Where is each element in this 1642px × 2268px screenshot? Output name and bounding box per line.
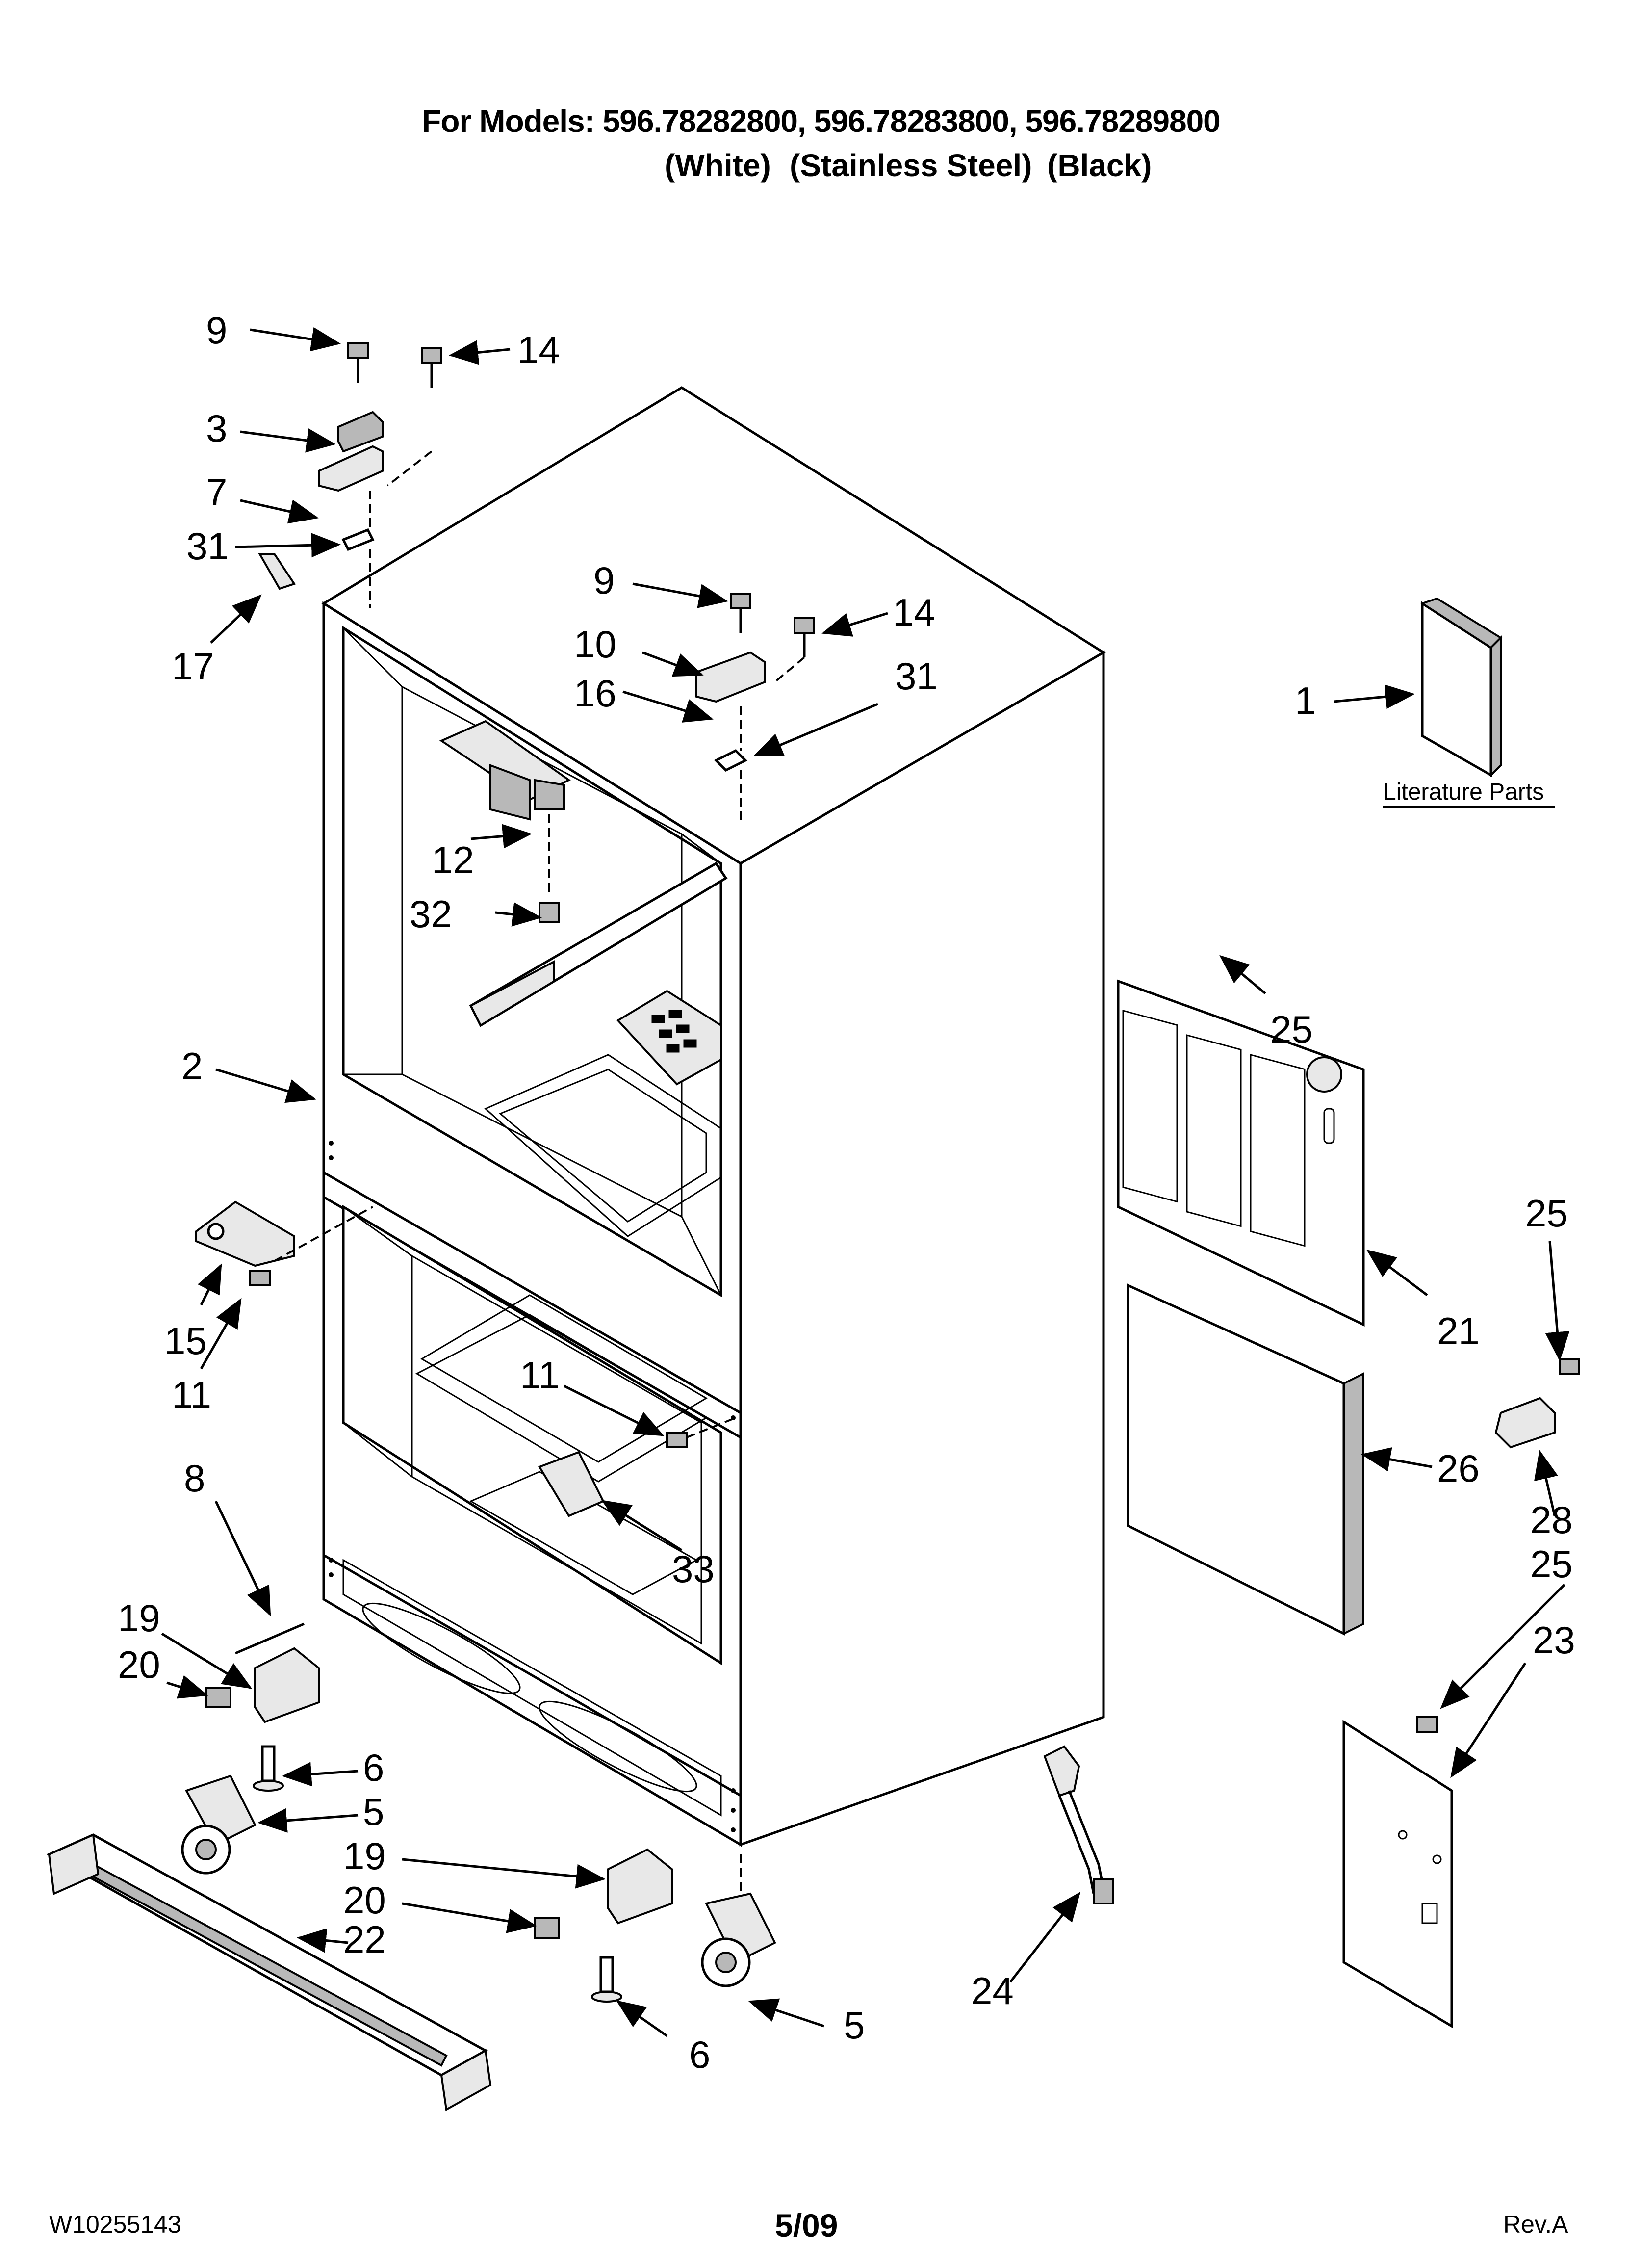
toe-grille — [46, 1833, 492, 2112]
callout-19: 19 — [118, 1596, 160, 1640]
callout-17: 17 — [172, 645, 214, 688]
top-hinge-left — [258, 342, 442, 608]
callout-32: 32 — [410, 892, 452, 936]
revision-label: Rev.A — [1503, 2211, 1568, 2238]
document-number: W10255143 — [49, 2211, 181, 2238]
callout-9: 9 — [206, 309, 227, 352]
callout-10: 10 — [574, 623, 616, 666]
callout-31: 31 — [186, 524, 229, 568]
color-black: (Black) — [1047, 148, 1152, 183]
color-stainless: (Stainless Steel) — [790, 148, 1032, 183]
access-panel-small — [1342, 1716, 1453, 2029]
callout-5: 5 — [844, 2004, 865, 2047]
air-diffuser — [439, 720, 571, 923]
callout-28: 28 — [1530, 1498, 1573, 1541]
cabinet — [321, 386, 1106, 1847]
bottom-left-parts — [181, 1622, 320, 1875]
callout-25: 25 — [1270, 1008, 1313, 1051]
callout-26: 26 — [1437, 1447, 1480, 1490]
callout-3: 3 — [206, 407, 227, 450]
callout-12: 12 — [432, 838, 474, 882]
literature-parts-label: Literature Parts — [1383, 779, 1544, 805]
callout-11: 11 — [520, 1354, 560, 1397]
callout-6: 6 — [363, 1746, 384, 1789]
callout-2: 2 — [181, 1044, 203, 1088]
callout-23: 23 — [1533, 1618, 1575, 1662]
callout-11: 11 — [172, 1373, 211, 1416]
wrench-tool — [1043, 1745, 1114, 1904]
leader-lines — [161, 327, 1570, 2037]
bottom-right-parts — [534, 1848, 776, 2003]
clamp-clip — [1494, 1358, 1580, 1449]
callout-25: 25 — [1530, 1542, 1573, 1586]
callout-labels: 9 14 3 7 31 17 9 10 16 14 31 1 Literatur… — [118, 309, 1575, 2076]
callout-16: 16 — [574, 672, 616, 715]
callout-22: 22 — [343, 1918, 386, 1961]
models-header: For Models: 596.78282800, 596.78283800, … — [422, 104, 1221, 139]
callout-33: 33 — [672, 1547, 715, 1590]
center-hinge — [195, 1200, 373, 1286]
document-date: 5/09 — [775, 2207, 838, 2243]
callout-25: 25 — [1525, 1192, 1568, 1235]
callout-15: 15 — [164, 1319, 207, 1362]
callout-7: 7 — [206, 470, 227, 514]
callout-19: 19 — [343, 1834, 386, 1877]
callout-14: 14 — [517, 328, 560, 371]
callout-31: 31 — [895, 654, 938, 698]
callout-8: 8 — [184, 1457, 205, 1500]
callout-5: 5 — [363, 1790, 384, 1833]
callout-21: 21 — [1437, 1309, 1480, 1353]
top-hinge-right — [695, 593, 815, 824]
color-white: (White) — [665, 148, 771, 183]
callout-20: 20 — [343, 1878, 386, 1922]
callout-1: 1 — [1295, 679, 1316, 722]
rear-panel — [1127, 1283, 1364, 1636]
callout-14: 14 — [893, 591, 935, 634]
callout-9: 9 — [593, 559, 615, 602]
callout-20: 20 — [118, 1643, 160, 1686]
callout-6: 6 — [689, 2033, 710, 2076]
rear-access-cover — [1117, 979, 1365, 1327]
callout-24: 24 — [971, 1969, 1014, 2012]
literature-book — [1420, 597, 1503, 778]
